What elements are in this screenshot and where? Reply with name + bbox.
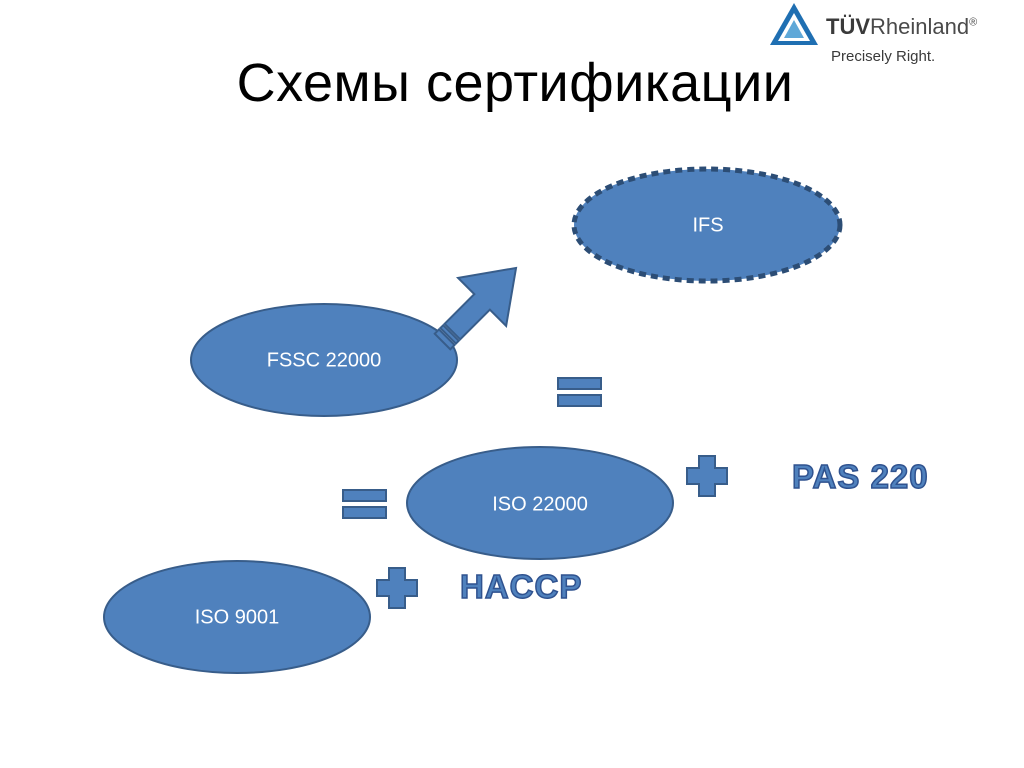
fssc-label: FSSC 22000 — [266, 349, 382, 372]
plus-icon — [376, 567, 418, 609]
logo-tagline: Precisely Right. — [831, 48, 936, 65]
slide-title: Схемы сертификации — [236, 53, 794, 113]
plus-icon — [686, 455, 728, 497]
ifs-ellipse — [571, 166, 843, 284]
equals-icon — [557, 377, 602, 407]
logo-brand: TÜVRheinland® — [826, 14, 978, 39]
tuv-rheinland-logo: TÜVRheinland® Precisely Right. — [766, 0, 1024, 74]
iso22000-ellipse — [406, 446, 674, 560]
ifs-label: IFS — [692, 214, 724, 237]
iso9001-label: ISO 9001 — [194, 606, 280, 629]
haccp-label: HACCP — [459, 567, 583, 606]
equals-icon — [342, 489, 387, 519]
tuv-triangle-icon — [770, 3, 818, 45]
iso9001-ellipse — [103, 560, 371, 674]
up-right-arrow-icon — [433, 266, 518, 351]
fssc-ellipse — [190, 303, 458, 417]
iso22000-label: ISO 22000 — [492, 493, 588, 516]
pas220-label: PAS 220 — [791, 457, 929, 496]
